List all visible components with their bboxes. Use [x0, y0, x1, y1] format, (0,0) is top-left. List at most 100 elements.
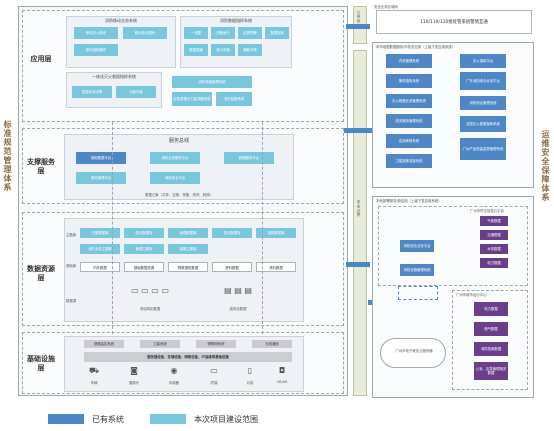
- right-right-item-5: 广州产品质量监督管理系统: [460, 138, 506, 160]
- support-bottom-caption: 数据汇聚（共享、交换、采集、清洗、转换）: [145, 193, 213, 197]
- right-sub-item-3: 消防档案数据: [474, 342, 508, 356]
- app-dispatch-system: 应急救援与力量调度系统: [172, 92, 212, 106]
- unstructured-data-icon: ▭ ▭ ▭ ▭: [131, 286, 169, 295]
- right-top-box: 110/119/120接处警系统警情互通: [376, 10, 532, 34]
- app-mobile-item-2: 移动执法模块: [123, 27, 167, 39]
- legend-new-label: 本次项目建设范围: [194, 415, 258, 424]
- right-bottom-group-title: 广州市时空信息云平台: [470, 209, 504, 213]
- data-row-label-2: 基础库: [66, 264, 77, 268]
- support-service-2: 消防业务服务平台: [150, 152, 200, 164]
- data-source-3: 物联感知数据: [168, 262, 208, 272]
- device-label-5: 对讲: [246, 381, 254, 385]
- app-command-item-1: 一张图: [184, 27, 208, 39]
- right-right-item-2: 广东消防综合业务平台: [460, 72, 506, 90]
- support-service-5: 消防安全平台: [150, 172, 200, 184]
- middle-column-bottom-label: 安全边界: [356, 200, 360, 218]
- legend-new-swatch: [150, 414, 186, 424]
- device-label-4: 终端: [210, 381, 218, 385]
- right-left-item-5: 应用考核系统: [386, 134, 432, 148]
- device-label-3: 传感器: [168, 381, 180, 385]
- service-bus-frame: [64, 134, 294, 200]
- arrow-app-to-top: [346, 24, 370, 29]
- app-group-command-title: 消防数据指挥系统: [220, 18, 252, 23]
- app-rescue-item-2: 功能升级: [116, 86, 156, 98]
- right-bottom-center-1: 消防综合业务平台: [400, 240, 434, 252]
- layer-connector-left: [112, 122, 113, 334]
- right-left-item-6: 卫星指挥连接系统: [386, 154, 432, 168]
- middle-column-top-label: 公网接入: [356, 10, 360, 28]
- right-right-item-1: 灭火指挥平台: [460, 54, 506, 68]
- data-db-2: 综合数据库: [124, 228, 164, 238]
- data-row-label-1: 主题库: [66, 233, 77, 237]
- data-theme-3: 装备主题库: [168, 244, 208, 254]
- infra-item-1: 视频监控系统: [84, 340, 124, 348]
- app-layer-label: 应用层: [30, 55, 52, 63]
- sensor-icon: ◉: [170, 366, 178, 375]
- right-right-item-3: 消防综合管理系统: [460, 96, 506, 110]
- arrow-data-to-right: [346, 262, 370, 267]
- data-db-5: 指挥数据库: [256, 228, 296, 238]
- right-top-title: 安全业务区域网: [374, 5, 398, 9]
- data-source-5: 资料数据: [256, 262, 296, 272]
- device-label-1: 车辆: [90, 381, 98, 385]
- right-bottom-right-1: 气象数据: [480, 216, 508, 226]
- right-bottom-right-3: 水务数据: [480, 244, 508, 254]
- right-side-label: 运维安全保障体系: [541, 130, 550, 202]
- right-sub-panel-title: 广州市城市运行中心: [456, 293, 487, 297]
- app-command-item-2: 战备值守: [211, 27, 235, 39]
- right-sub-item-4: 公安、应急管理相关数据: [474, 362, 508, 380]
- app-command-item-3: 监督预警: [238, 27, 262, 39]
- structured-data-icon: ▤ ▤ ▤: [224, 286, 252, 295]
- unstructured-data-caption: 非结构化数据: [139, 307, 161, 311]
- radio-icon: ▯: [247, 366, 253, 375]
- right-sub-item-1: 电力数据: [474, 302, 508, 316]
- vr-icon: ◘: [278, 366, 286, 375]
- infra-layer-label: 基础设施层: [27, 355, 55, 372]
- legend-existing-swatch: [48, 414, 84, 424]
- support-service-3: 数据服务平台: [224, 152, 274, 164]
- camera-icon: ◙: [130, 366, 138, 375]
- data-layer-label: 数据资源层: [27, 265, 55, 282]
- app-command-item-7: 辅助决策: [238, 44, 262, 56]
- data-source-1: 内外数据: [80, 262, 120, 272]
- cloud-shape: [380, 338, 446, 368]
- data-source-2: 基础数据资源: [124, 262, 164, 272]
- data-theme-2: 管理主题库: [124, 244, 164, 254]
- structured-data-caption: 结构化数据: [229, 307, 247, 311]
- right-bottom-right-2: 交通数据: [480, 230, 508, 240]
- layer-connector-right: [262, 122, 263, 334]
- right-bottom-title: 本地部署服务/新应用（上级下发应用系统）: [376, 199, 442, 203]
- left-side-label: 标准规范管理体系: [3, 120, 12, 192]
- app-rescue-item-1: 智能作战决策: [72, 86, 112, 98]
- infra-hardware-bar: 服务器设备、存储设备、网络设备、IT运维等基础设施: [84, 352, 292, 362]
- data-db-1: 灾情数据库: [80, 228, 120, 238]
- middle-column-bottom: [353, 50, 367, 396]
- right-mid-title: 本市地图数据服务/市机关应用（上级下发应用系统）: [376, 45, 456, 49]
- infra-item-2: 卫星系统: [140, 340, 180, 348]
- app-group-command: [180, 16, 292, 68]
- right-bottom-dash-box: [398, 286, 438, 300]
- right-sub-item-2: 燃气数据: [474, 322, 508, 336]
- vehicle-icon: ⛟: [88, 366, 100, 375]
- app-group-rescue-title: 一体化灭火救援指挥系统: [92, 74, 136, 79]
- service-bus-title: 服务总线: [168, 138, 189, 144]
- data-theme-1: 消防业务主题库: [80, 244, 120, 254]
- terminal-icon: ▭: [210, 366, 218, 375]
- legend-existing-label: 已有系统: [92, 415, 124, 424]
- app-group-mobile-title: 消防移动业务系统: [105, 18, 137, 23]
- data-db-3: 地理数据库: [168, 228, 208, 238]
- data-db-4: 执法数据库: [212, 228, 252, 238]
- arrow-app-to-right: [344, 128, 372, 133]
- right-bottom-center-2: 消防设施管理系统: [400, 264, 434, 276]
- support-service-1: 基础数据平台: [76, 152, 126, 164]
- app-facility-system: 消防设施管理系统: [172, 76, 252, 88]
- device-label-6: VR/AR: [276, 380, 288, 384]
- infra-item-3: 物联网系统: [196, 340, 236, 348]
- right-bottom-right-4: 电力数据: [480, 258, 508, 268]
- app-command-item-6: 重大安保: [211, 44, 235, 56]
- right-left-item-4: 政务服务管理系统: [386, 114, 432, 128]
- data-row-label-3: 数据源: [66, 299, 77, 303]
- right-left-item-2: 警务指挥系统: [386, 74, 432, 88]
- right-right-item-4: 全国灭火救援指挥系统: [460, 116, 506, 132]
- app-command-item-5: 数据通道: [184, 44, 208, 56]
